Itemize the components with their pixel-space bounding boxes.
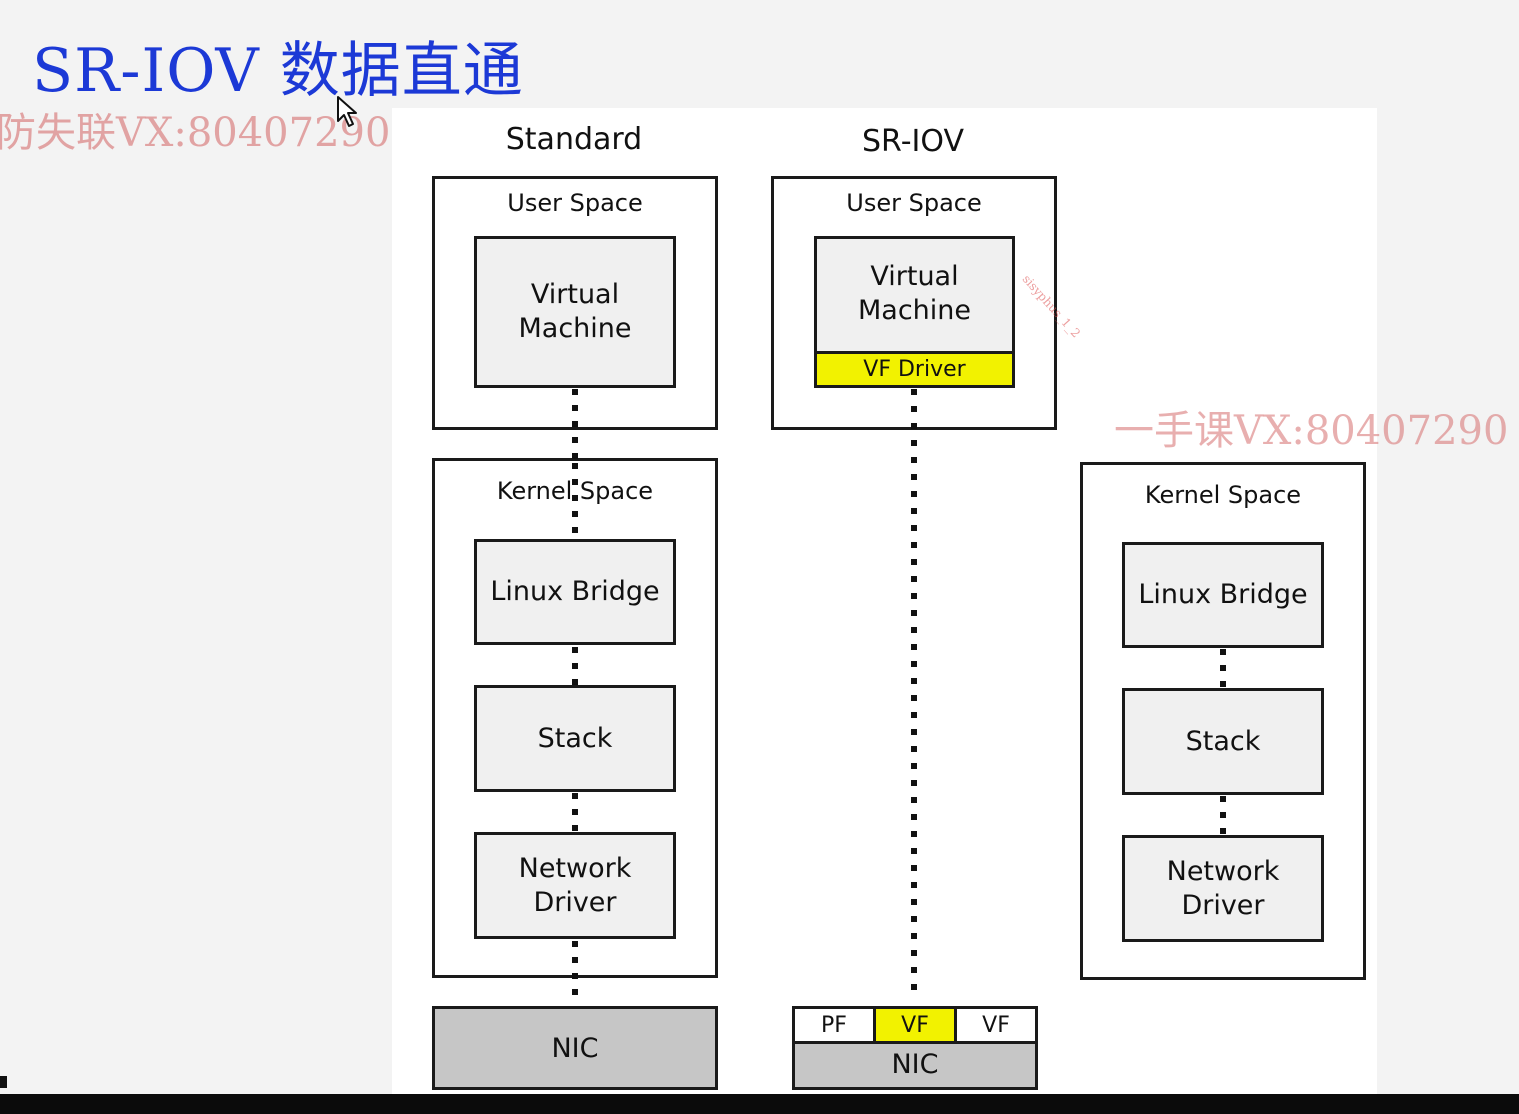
third-linux-bridge: Linux Bridge xyxy=(1122,542,1324,648)
third-network-driver: Network Driver xyxy=(1122,835,1324,942)
nic-function-vf: VF xyxy=(957,1009,1035,1041)
standard-linux-bridge: Linux Bridge xyxy=(474,539,676,645)
standard-stack: Stack xyxy=(474,685,676,792)
standard-network-driver: Network Driver xyxy=(474,832,676,939)
sriov-heading: SR-IOV xyxy=(862,124,964,159)
third-kernel-space-label: Kernel Space xyxy=(1144,481,1302,509)
sriov-virtual-machine: Virtual Machine VF Driver xyxy=(814,236,1015,388)
watermark-right: 一手课VX:80407290 xyxy=(1114,408,1509,454)
bottom-bar xyxy=(0,1094,1519,1114)
standard-nic: NIC xyxy=(432,1006,718,1090)
vf-driver: VF Driver xyxy=(817,351,1012,385)
sriov-user-space-label: User Space xyxy=(846,189,982,217)
sriov-virtual-machine-label: Virtual Machine xyxy=(857,261,972,326)
corner-icon xyxy=(0,1076,7,1088)
standard-kernel-space-label: Kernel Space xyxy=(496,477,654,505)
third-stack: Stack xyxy=(1122,688,1324,795)
mouse-cursor-icon xyxy=(337,96,357,127)
standard-virtual-machine: Virtual Machine xyxy=(474,236,676,388)
nic-function-vf-active: VF xyxy=(876,1009,957,1041)
sriov-nic-label: NIC xyxy=(891,1048,939,1080)
standard-heading: Standard xyxy=(505,122,643,157)
nic-function-pf: PF xyxy=(795,1009,876,1041)
slide-title: SR-IOV 数据直通 xyxy=(32,36,524,106)
standard-user-space-label: User Space xyxy=(507,189,643,217)
nic-function-row: PF VF VF xyxy=(795,1009,1035,1044)
sriov-nic: PF VF VF NIC xyxy=(792,1006,1038,1090)
watermark-top-left: 防失联VX:80407290 xyxy=(0,110,391,156)
